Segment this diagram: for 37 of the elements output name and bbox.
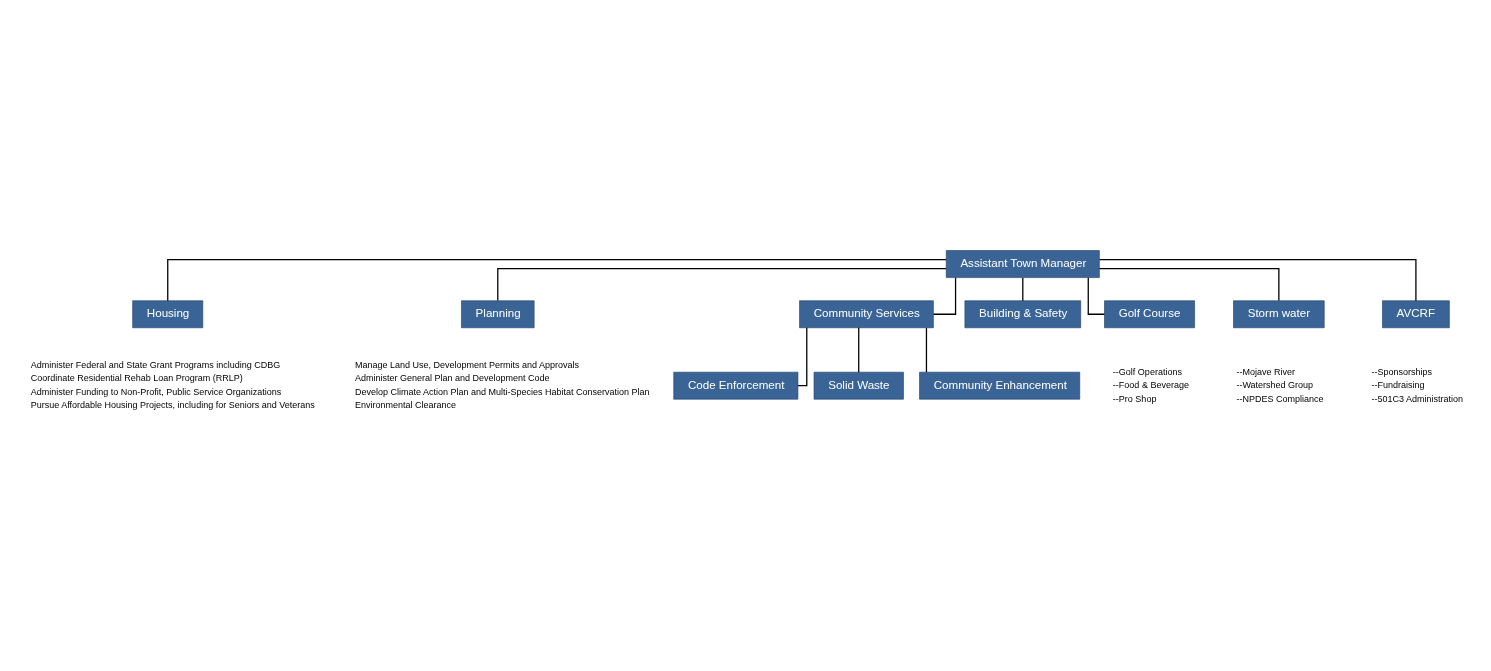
connector <box>1022 277 1024 302</box>
node-label: Environmental Clearance <box>354 400 457 411</box>
node-label: --Sponsorships <box>1371 366 1433 377</box>
node-label: --Fundraising <box>1371 380 1425 391</box>
node-label: --Golf Operations <box>1112 366 1182 377</box>
node-box: Code Enforcement <box>673 371 799 400</box>
connector <box>1098 258 1417 302</box>
node-label: Administer General Plan and Development Code <box>354 373 550 384</box>
node-label: --NPDES Compliance <box>1236 393 1324 404</box>
node-box: Building & Safety <box>964 300 1081 329</box>
node-box: Assistant Town Manager <box>945 250 1100 278</box>
node-label: Administer Federal and State Grant Programs including CDBG <box>30 359 281 370</box>
node-box: Planning <box>461 300 535 329</box>
connector <box>925 327 928 373</box>
node-label: --Watershed Group <box>1236 380 1314 391</box>
node-box: Housing <box>132 300 204 329</box>
node-box: Solid Waste <box>813 371 904 400</box>
node-box: AVCRF <box>1382 300 1450 329</box>
node-label: --Pro Shop <box>1112 393 1157 404</box>
node-box: Community Enhancement <box>919 371 1081 400</box>
connector <box>1098 267 1280 302</box>
node-label: Coordinate Residential Rehab Loan Program (RRLP) <box>30 373 243 384</box>
node-label: --Food & Beverage <box>1112 380 1189 391</box>
node-label: --501C3 Administration <box>1371 393 1464 404</box>
connector <box>167 258 947 302</box>
node-label: Develop Climate Action Plan and Multi-Species Habitat Conservation Plan <box>354 386 650 397</box>
node-box: Golf Course <box>1104 300 1195 329</box>
node-box: Community Services <box>799 300 934 329</box>
node-label: --Mojave River <box>1236 366 1295 377</box>
node-box: Storm water <box>1233 300 1325 329</box>
connector <box>497 267 947 302</box>
connector <box>858 327 860 373</box>
node-label: Manage Land Use, Development Permits and Approvals <box>354 359 580 370</box>
connector <box>797 327 808 387</box>
node-label: Pursue Affordable Housing Projects, including for Seniors and Veterans <box>30 400 315 411</box>
connector <box>932 277 957 315</box>
node-label: Administer Funding to Non-Profit, Public Service Organizations <box>30 386 282 397</box>
